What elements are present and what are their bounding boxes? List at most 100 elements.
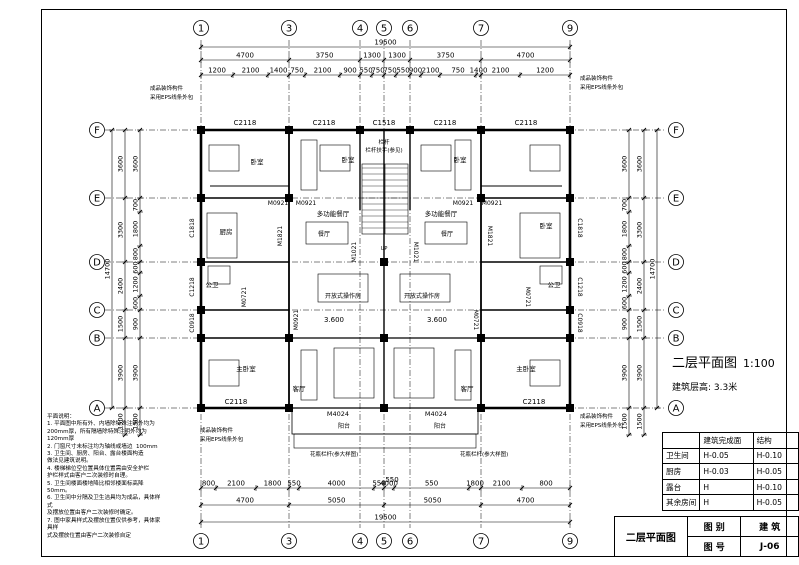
dim-label: 550	[425, 480, 438, 488]
dim-tick	[626, 209, 632, 215]
axis-bubble-circle	[668, 190, 684, 206]
dim-tick	[626, 335, 632, 341]
axis-bubble-circle	[281, 533, 297, 549]
dim-tick	[137, 259, 143, 265]
door-label: M1021	[412, 242, 419, 263]
room-label: 客厅	[293, 384, 307, 393]
room-labels: 卧室卧室卧室卧室主卧室主卧室厨房公卫公卫多功能餐厅多功能餐厅餐厅餐厅开放式操作房…	[150, 74, 624, 458]
dim-label: 3900	[132, 365, 140, 382]
dim-label: 550	[385, 476, 398, 484]
dim-tick	[391, 485, 397, 491]
dim-tick	[567, 502, 573, 508]
flower-box	[293, 433, 477, 449]
toilet-fixture	[207, 265, 231, 285]
room-label: 主卧室	[236, 364, 256, 373]
dim-label: 1200	[208, 67, 226, 75]
dim-label: 900	[343, 67, 356, 75]
dim-label: 3900	[621, 365, 629, 382]
door-label: M1021	[351, 242, 358, 263]
axis-bubble-label: 3	[286, 537, 292, 548]
dim-tick	[641, 307, 647, 313]
dim-tick	[654, 127, 660, 133]
window-label: C2118	[234, 119, 257, 127]
dim-label: 1800	[264, 480, 282, 488]
dim-label: 1500	[636, 316, 644, 333]
dim-label: 3600	[117, 156, 125, 173]
dim-tick	[466, 485, 472, 491]
note-line: 1. 平面图中所有外、内墙除特殊注明外均为	[47, 421, 155, 428]
dim-tick	[626, 307, 632, 313]
dim-tick	[137, 405, 143, 411]
title-block-category-label: 图 别	[686, 516, 742, 537]
dim-label: 3750	[437, 52, 455, 60]
axis-bubble-circle	[402, 20, 418, 36]
note-line: 6. 卫生间中分隔及卫生洁具均为成品，具体样式	[47, 495, 161, 509]
room-label: 开放式操作房	[404, 292, 440, 300]
dim-tick	[137, 293, 143, 299]
dim-label: 1300	[388, 52, 406, 60]
column	[285, 404, 293, 412]
column	[285, 334, 293, 342]
column	[566, 258, 574, 266]
dim-label: 700	[621, 199, 629, 211]
dim-label: 1200	[132, 276, 140, 293]
dim-label: 3900	[117, 365, 125, 382]
dim-tick	[286, 485, 292, 491]
dim-tick	[381, 72, 387, 78]
toilet-fixture	[539, 265, 563, 285]
dim-label: 4000	[328, 480, 346, 488]
dim-label: 1800	[132, 221, 140, 238]
level-row: 其余房间 H H-0.05	[661, 494, 799, 511]
decoration-note: 采用EPS线条外包	[200, 435, 244, 443]
dim-label: 19500	[374, 514, 396, 522]
dim-tick	[641, 127, 647, 133]
dim-tick	[137, 335, 143, 341]
door-label: M0921	[268, 200, 289, 207]
axis-bubble-label: E	[94, 194, 100, 205]
door-label: M1821	[486, 226, 493, 247]
column	[406, 126, 414, 134]
column	[566, 126, 574, 134]
axis-bubble-label: D	[672, 258, 680, 269]
bed	[319, 144, 351, 172]
drawing-title-text: 二层平面图	[672, 356, 738, 371]
dim-tick	[641, 335, 647, 341]
dim-tick	[626, 243, 632, 249]
decoration-note: 成品装饰构件	[580, 74, 614, 82]
dim-tick	[641, 405, 647, 411]
column	[566, 306, 574, 314]
room-label: 卧室	[251, 157, 265, 166]
dim-tick	[371, 485, 377, 491]
dim-tick	[626, 270, 632, 276]
dim-label: 3600	[621, 156, 629, 173]
window-label: C0918	[576, 313, 583, 333]
wardrobe	[300, 139, 318, 191]
axis-bubble-label: 9	[567, 24, 573, 35]
column	[197, 334, 205, 342]
axis-bubble-circle	[473, 20, 489, 36]
note-line: 200mm厚，所有隔墙除特殊注明外均为	[47, 428, 147, 435]
room-label: 卧室	[540, 221, 554, 230]
axis-bubble-circle	[352, 20, 368, 36]
dim-tick	[296, 485, 302, 491]
flower-box-label: 花瓶栏杆(参大样图)	[310, 450, 358, 458]
axis-bubble-circle	[376, 533, 392, 549]
dim-label: 1200	[536, 67, 554, 75]
window-label: C1218	[576, 277, 583, 297]
dim-label: 800	[202, 480, 215, 488]
dim-tick	[137, 307, 143, 313]
dim-tick	[122, 307, 128, 313]
dim-tick	[286, 72, 292, 78]
kitchen-counter	[206, 212, 238, 259]
dim-tick	[137, 270, 143, 276]
dim-tick	[122, 195, 128, 201]
dim-label: 1300	[363, 52, 381, 60]
window-label: C1818	[189, 218, 196, 238]
window-label: C1218	[189, 277, 196, 297]
bed	[420, 144, 452, 172]
axis-bubble-label: B	[673, 334, 680, 345]
axis-bubble-label: 7	[478, 537, 484, 548]
title-block-category-value: 建 筑	[740, 516, 799, 537]
room-label: 阳台	[338, 422, 350, 430]
dim-tick	[478, 72, 484, 78]
